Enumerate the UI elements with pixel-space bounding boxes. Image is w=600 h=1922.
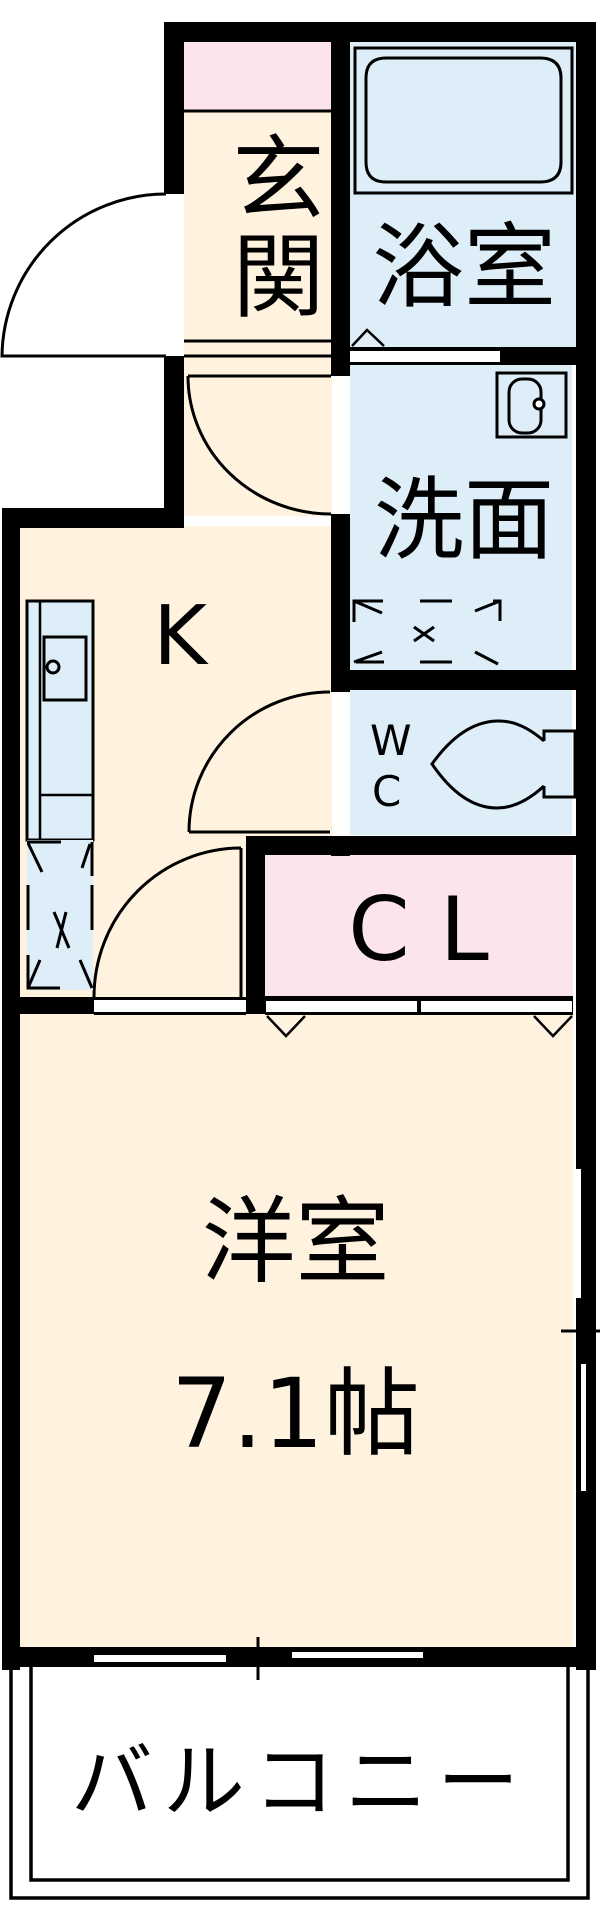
bath-label: 浴室 [371,214,556,321]
closet-sliding-doors[interactable] [265,996,573,1038]
hallway-area [184,356,332,516]
western-room-door[interactable] [92,846,246,1015]
bathtub-icon [353,46,574,195]
wc-area [350,690,572,835]
closet-label: CL [348,878,519,981]
washroom-door[interactable] [186,374,345,516]
fridge-space-icon [26,840,94,990]
wc-label-c: C [372,767,402,816]
wc-door[interactable] [187,690,345,836]
toilet-icon [430,719,577,810]
balcony-rail [9,1667,590,1900]
washroom-label: 洗面 [374,468,554,573]
balcony-label: バルコニー [70,1735,530,1830]
kitchen-sink-icon [25,599,95,842]
bath-sliding-door[interactable] [350,328,500,362]
washing-machine-space-icon [352,599,502,666]
balcony-window[interactable] [94,1637,423,1680]
kitchen-label: K [153,589,207,684]
western-room-area [20,1014,573,1648]
closet-area [265,855,573,999]
washroom-area [350,364,572,670]
wc-label-w: W [370,716,412,765]
entrance-door[interactable] [0,192,180,358]
western-room-label: 洋室 [201,1188,390,1297]
western-room-size: 7.1帖 [171,1358,420,1470]
genkan-label: 玄関 [217,130,324,326]
right-window[interactable] [561,1169,600,1491]
bath-area [350,42,578,348]
wash-basin-icon [495,371,568,439]
genkan-area [184,110,332,356]
genkan-storage-area [184,42,332,110]
